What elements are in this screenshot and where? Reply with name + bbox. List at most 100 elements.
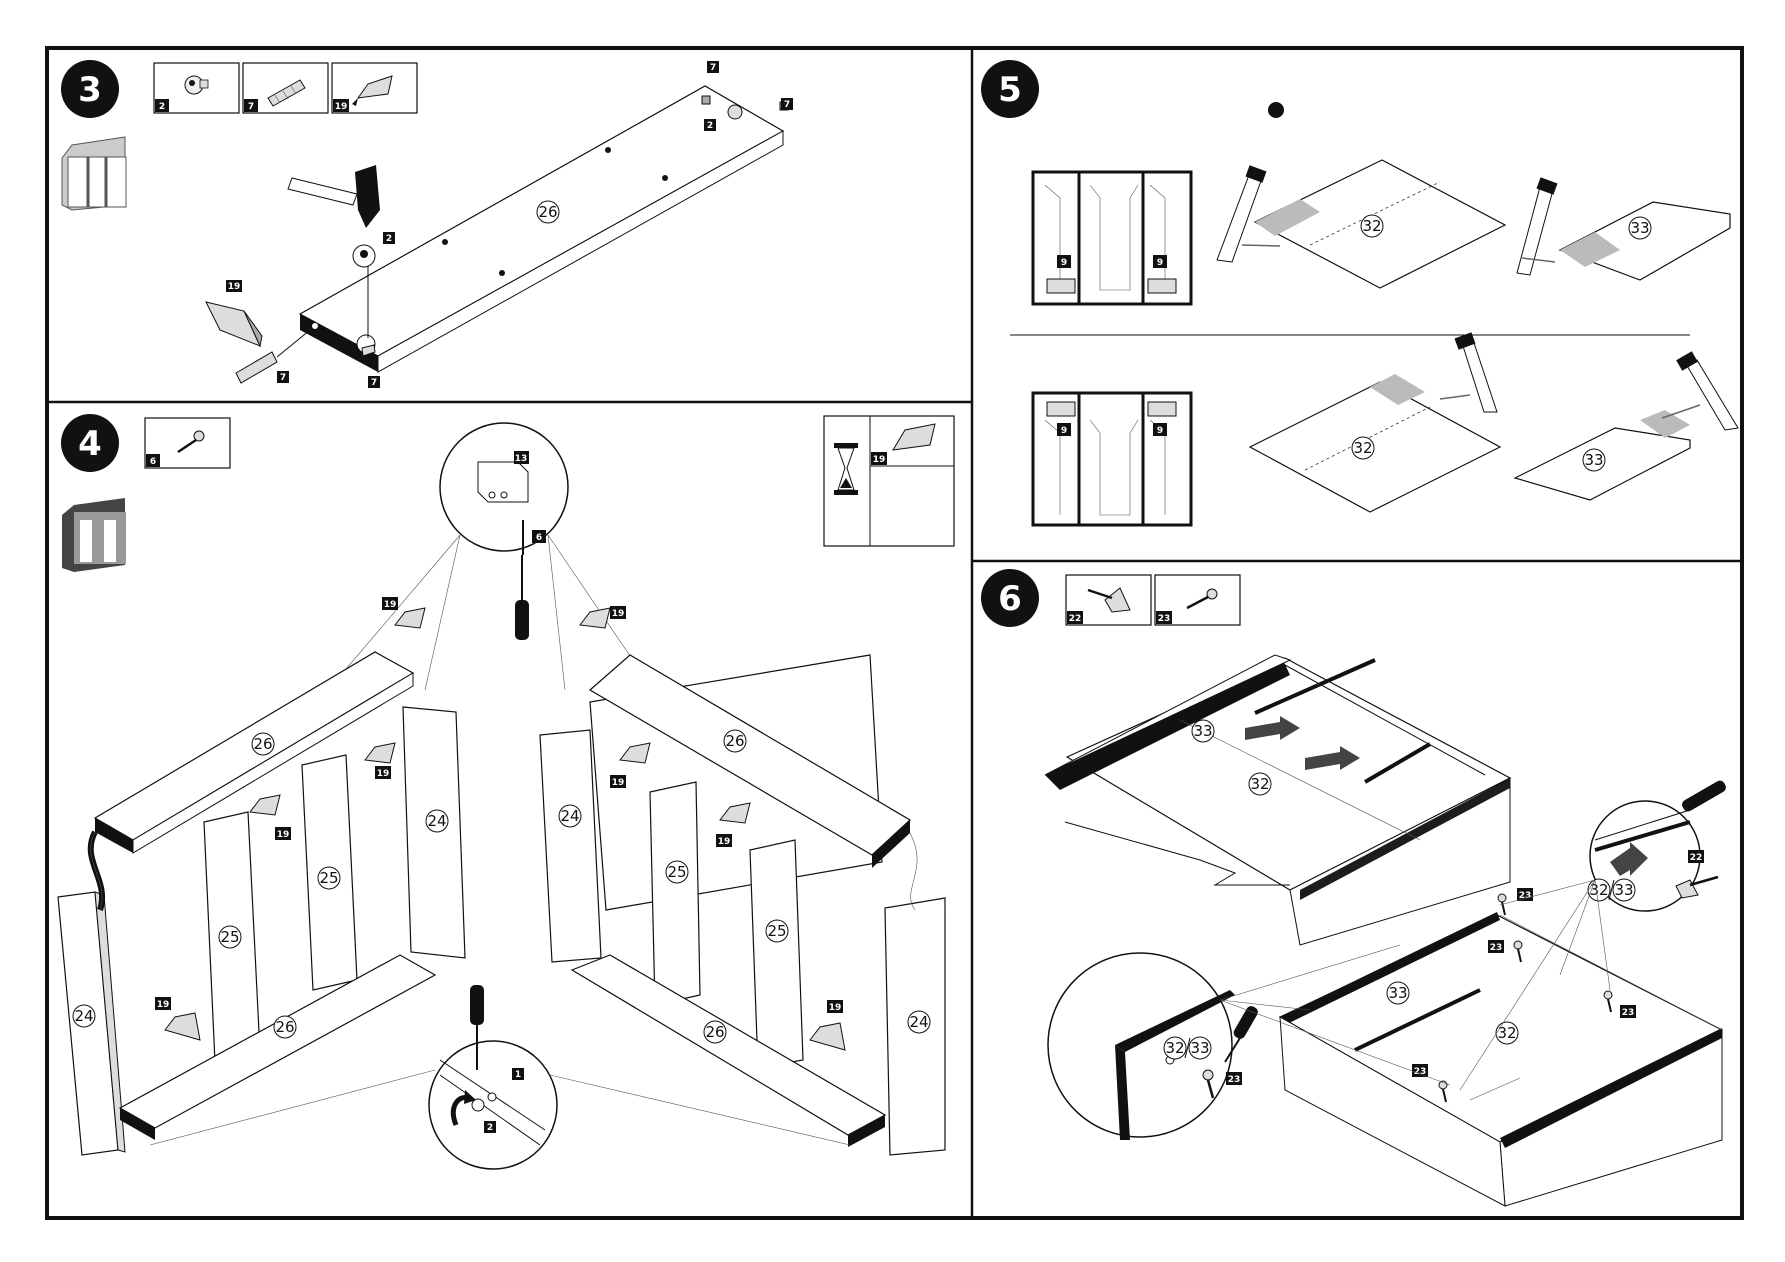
screwdriver-icon <box>515 555 529 640</box>
part-tag: 2 <box>159 102 165 112</box>
svg-text:33: 33 <box>1630 219 1649 237</box>
svg-text:6: 6 <box>998 579 1022 619</box>
step-4-panel: 4 6 19 <box>57 414 955 1170</box>
step-6-panel: 6 22 23 <box>981 569 1726 1207</box>
svg-text:19: 19 <box>228 282 241 292</box>
svg-text:19: 19 <box>277 830 290 840</box>
svg-text:9: 9 <box>1061 258 1067 268</box>
page-frame <box>45 46 1744 1220</box>
parts-box-glue: 19 <box>331 62 418 114</box>
svg-text:7: 7 <box>248 102 254 112</box>
dowel-icon <box>267 79 306 107</box>
left-assembly: 26 25 25 24 24 26 <box>57 651 466 1156</box>
drawer-stop-icon <box>1087 587 1131 613</box>
drying-time-box: 19 <box>823 415 955 547</box>
step-5-panel: 5 9 9 <box>981 60 1739 527</box>
svg-text:23: 23 <box>1519 891 1532 901</box>
svg-text:23: 23 <box>1158 614 1171 624</box>
cam-lock-icon <box>184 75 209 95</box>
svg-text:32: 32 <box>1353 439 1372 457</box>
svg-text:19: 19 <box>829 1003 842 1013</box>
svg-text:32: 32 <box>1250 775 1269 793</box>
cam-lock-icon <box>352 244 376 338</box>
svg-text:19: 19 <box>157 1000 170 1010</box>
hammer-icon <box>287 165 380 228</box>
parts-box-stop: 22 <box>1065 574 1152 626</box>
part-tags: 7 7 2 2 19 7 7 <box>226 61 793 388</box>
svg-text:32: 32 <box>1362 217 1381 235</box>
parts-box-cam-lock: 2 <box>153 62 240 114</box>
svg-text:7: 7 <box>280 373 286 383</box>
panel-32-bottom: 32 <box>1248 374 1502 513</box>
bullet-icon <box>1268 102 1284 118</box>
drawer-with-panels: 33 32 23 23 23 23 <box>1278 888 1724 1207</box>
panel-33-top: 33 <box>1521 201 1731 281</box>
svg-text:19: 19 <box>335 102 348 112</box>
parts-box-screw: 6 <box>144 417 231 469</box>
svg-text:24: 24 <box>427 812 446 830</box>
svg-text:2: 2 <box>487 1123 493 1133</box>
svg-text:26: 26 <box>725 732 744 750</box>
screwdriver-icon <box>470 985 484 1070</box>
svg-text:23: 23 <box>1414 1067 1427 1077</box>
svg-text:7: 7 <box>784 100 790 110</box>
step-number-badge: 6 <box>981 569 1039 627</box>
saw-icon <box>1454 332 1739 431</box>
svg-text:9: 9 <box>1157 426 1163 436</box>
glue-tags: 19 19 19 19 19 19 19 19 <box>155 597 843 1013</box>
leader-lines <box>1219 879 1611 1091</box>
step-number: 3 <box>78 70 102 110</box>
svg-text:24: 24 <box>560 807 579 825</box>
panel-32-top: 32 <box>1241 159 1507 289</box>
svg-text:19: 19 <box>384 600 397 610</box>
cabinet-front-bottom: 9 9 <box>1031 391 1193 527</box>
svg-text:19: 19 <box>612 609 625 619</box>
step-3-panel: 3 2 7 19 <box>61 60 793 388</box>
svg-text:7: 7 <box>710 63 716 73</box>
svg-text:32: 32 <box>1165 1039 1184 1057</box>
svg-text:13: 13 <box>515 454 528 464</box>
cabinet-front-top: 9 9 <box>1031 170 1193 306</box>
svg-text:9: 9 <box>1157 258 1163 268</box>
hourglass-icon <box>834 443 858 495</box>
parts-box-screw: 23 <box>1154 574 1241 626</box>
drawer-stop-zoom: 22 32 33 <box>1587 780 1726 912</box>
svg-text:33: 33 <box>1193 722 1212 740</box>
svg-text:19: 19 <box>377 769 390 779</box>
screwdriver-icon <box>1224 1006 1258 1063</box>
svg-text:9: 9 <box>1061 426 1067 436</box>
cam-lock-zoom: 1 2 <box>149 985 851 1170</box>
panel-33-bottom: 33 <box>1513 404 1701 501</box>
svg-text:26: 26 <box>275 1018 294 1036</box>
drawer-back-panels: 33 32 <box>1044 654 1512 946</box>
svg-text:33: 33 <box>1190 1039 1209 1057</box>
saw-icon <box>1216 165 1558 276</box>
svg-text:23: 23 <box>1622 1008 1635 1018</box>
svg-text:22: 22 <box>1690 853 1703 863</box>
svg-text:23: 23 <box>1490 943 1503 953</box>
step-number-badge: 5 <box>981 60 1039 118</box>
board-26: 26 <box>298 85 785 373</box>
step-number-badge: 3 <box>61 60 119 118</box>
screw-icon <box>177 430 205 454</box>
svg-text:32: 32 <box>1589 881 1608 899</box>
hinge-plate-zoom: 13 6 <box>317 422 661 703</box>
svg-text:33: 33 <box>1614 881 1633 899</box>
svg-text:4: 4 <box>78 424 102 464</box>
svg-text:25: 25 <box>319 869 338 887</box>
cabinet-thumbnail-icon <box>62 498 126 572</box>
svg-text:19: 19 <box>873 455 886 465</box>
svg-text:5: 5 <box>998 70 1022 110</box>
svg-text:33: 33 <box>1584 451 1603 469</box>
svg-text:19: 19 <box>718 837 731 847</box>
svg-text:25: 25 <box>667 863 686 881</box>
svg-text:25: 25 <box>767 922 786 940</box>
svg-text:25: 25 <box>220 928 239 946</box>
svg-text:26: 26 <box>705 1023 724 1041</box>
svg-text:6: 6 <box>536 533 542 543</box>
screw-icon <box>1186 588 1218 610</box>
glue-tube-icon <box>352 75 393 106</box>
screwdriver-icon <box>1682 780 1726 812</box>
svg-text:19: 19 <box>612 778 625 788</box>
